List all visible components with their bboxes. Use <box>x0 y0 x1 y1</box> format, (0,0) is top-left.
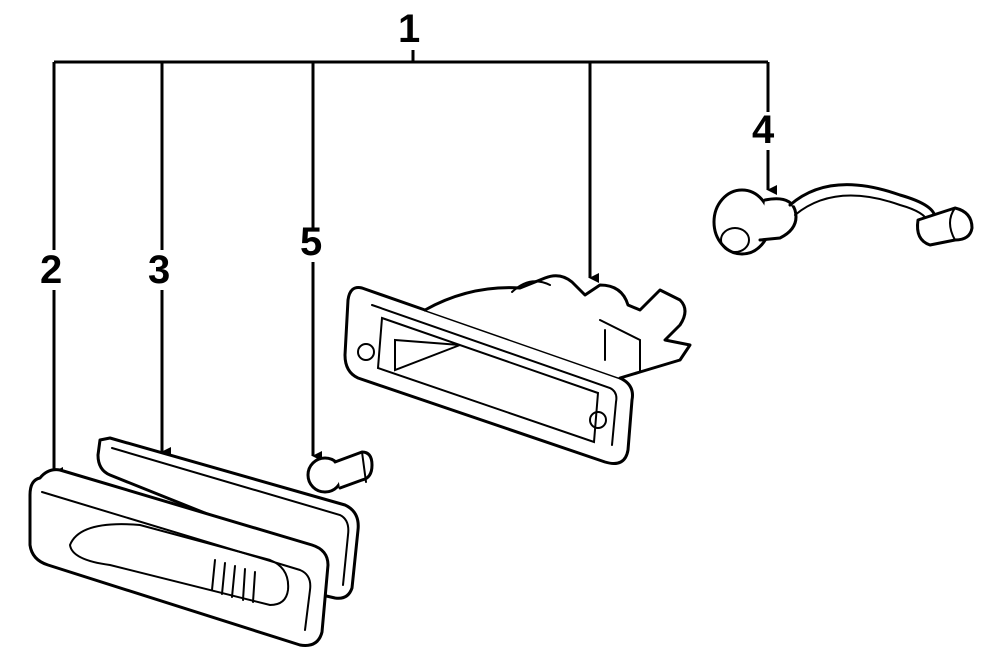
lamp-housing-part <box>343 274 692 465</box>
lens-part <box>28 468 330 647</box>
callout-3-label: 3 <box>148 248 170 292</box>
callout-1-leaders <box>52 50 770 283</box>
bulb-part <box>306 450 374 494</box>
callout-4-label: 4 <box>752 108 775 152</box>
socket-wire-part <box>712 183 974 256</box>
callout-5-label: 5 <box>300 220 322 264</box>
callout-1-label: 1 <box>398 7 420 51</box>
callout-2-label: 2 <box>40 248 62 292</box>
gasket-part <box>96 436 360 600</box>
